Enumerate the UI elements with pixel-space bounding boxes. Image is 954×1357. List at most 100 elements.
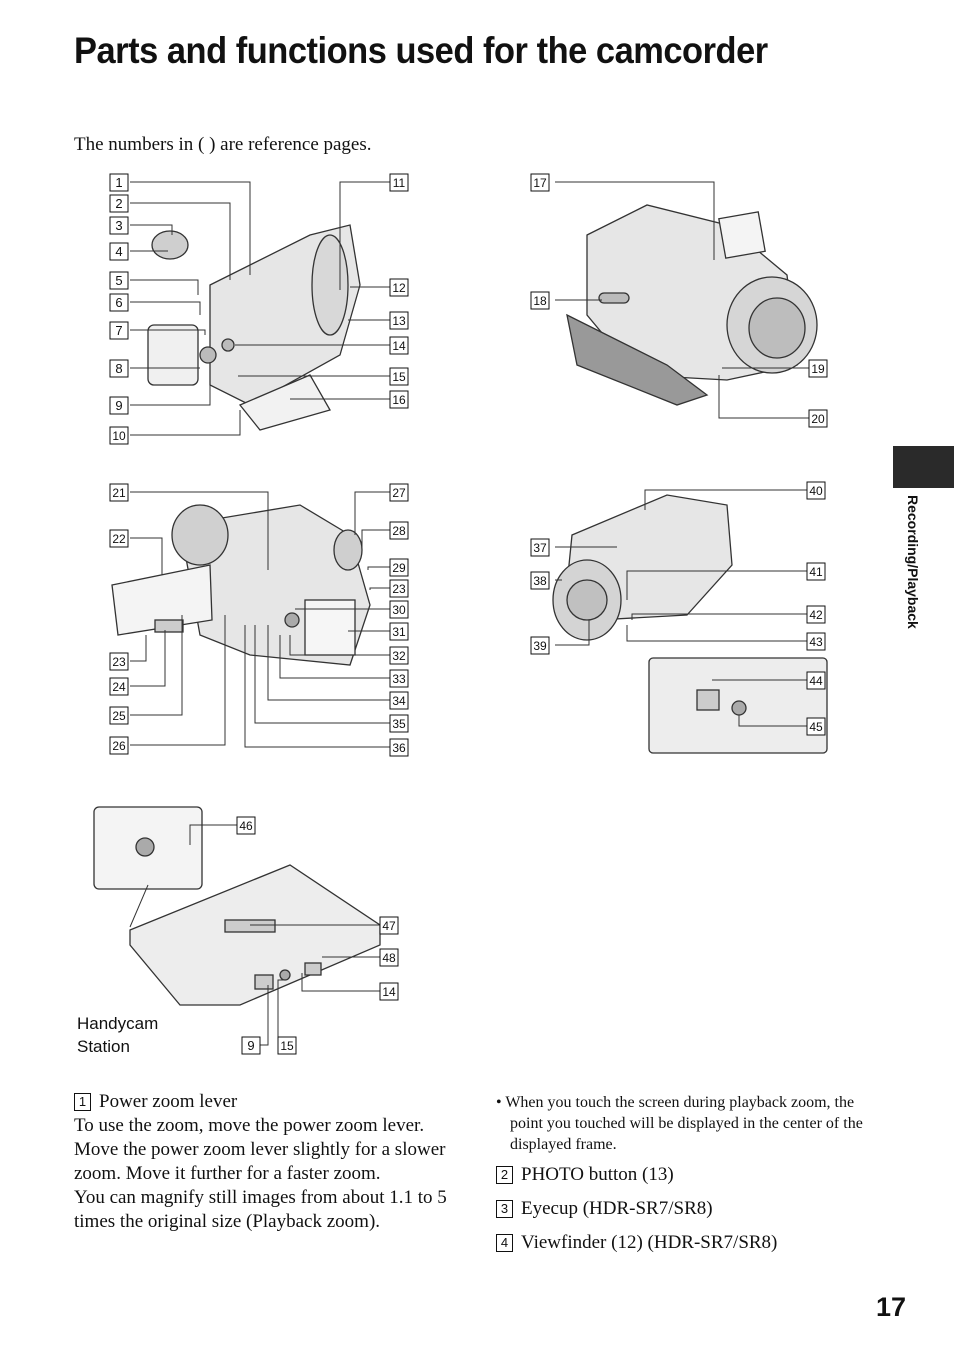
callout-35: 35 xyxy=(389,714,409,733)
callout-27: 27 xyxy=(389,483,409,502)
callout-47: 47 xyxy=(379,916,399,935)
bullet-note: • When you touch the screen during playb… xyxy=(496,1094,863,1153)
svg-text:36: 36 xyxy=(392,741,406,755)
callout-9: 9 xyxy=(109,396,129,415)
svg-text:22: 22 xyxy=(112,532,126,546)
svg-text:41: 41 xyxy=(809,565,823,579)
svg-text:19: 19 xyxy=(811,362,825,376)
callout-36: 36 xyxy=(389,738,409,757)
svg-text:38: 38 xyxy=(533,574,547,588)
callout-11: 11 xyxy=(389,173,409,192)
svg-text:9: 9 xyxy=(115,398,122,413)
page-number: 17 xyxy=(876,1292,907,1322)
svg-text:48: 48 xyxy=(382,951,396,965)
callout-34: 34 xyxy=(389,691,409,710)
callout-29: 29 xyxy=(389,558,409,577)
callout-4: 4 xyxy=(109,242,129,261)
svg-text:15: 15 xyxy=(392,370,406,384)
zoom-paragraph: To use the zoom, move the power zoom lev… xyxy=(74,1115,446,1184)
callout-5: 5 xyxy=(109,271,129,290)
callout-15: 15 xyxy=(389,367,409,386)
svg-text:23: 23 xyxy=(112,655,126,669)
svg-text:7: 7 xyxy=(115,323,122,338)
callout-40: 40 xyxy=(806,481,826,500)
svg-text:37: 37 xyxy=(533,541,547,555)
callout-44: 44 xyxy=(806,671,826,690)
intro-text: The numbers in ( ) are reference pages. xyxy=(74,134,372,155)
svg-text:21: 21 xyxy=(112,486,126,500)
svg-text:2: 2 xyxy=(115,196,122,211)
section-side-label: Recording/Playback xyxy=(905,495,921,629)
callout-16: 16 xyxy=(389,390,409,409)
callout-26: 26 xyxy=(109,736,129,755)
svg-text:25: 25 xyxy=(112,709,126,723)
svg-text:42: 42 xyxy=(809,608,823,622)
svg-text:44: 44 xyxy=(809,674,823,688)
callout-17: 17 xyxy=(530,173,550,192)
callout-22: 22 xyxy=(109,529,129,548)
svg-text:28: 28 xyxy=(392,524,406,538)
callout-33: 33 xyxy=(389,669,409,688)
svg-text:30: 30 xyxy=(392,603,406,617)
callout-12: 12 xyxy=(389,278,409,297)
svg-text:14: 14 xyxy=(392,339,406,353)
callout-2: 2 xyxy=(109,194,129,213)
callout-6: 6 xyxy=(109,293,129,312)
callout-45: 45 xyxy=(806,717,826,736)
svg-text:6: 6 xyxy=(115,295,122,310)
callout-30: 30 xyxy=(389,600,409,619)
handycam-station-label: Handycam Station xyxy=(77,1014,159,1056)
svg-text:43: 43 xyxy=(809,635,823,649)
section-tab-marker xyxy=(893,446,954,488)
right-column-text: • When you touch the screen during playb… xyxy=(496,1092,876,1255)
callout-41: 41 xyxy=(806,562,826,581)
callout-46: 46 xyxy=(236,816,256,835)
callout-18: 18 xyxy=(530,291,550,310)
svg-text:12: 12 xyxy=(392,281,406,295)
callout-7: 7 xyxy=(109,321,129,340)
callout-23: 23 xyxy=(109,652,129,671)
svg-text:32: 32 xyxy=(392,649,406,663)
svg-text:46: 46 xyxy=(239,819,253,833)
callout-38: 38 xyxy=(530,571,550,590)
callout-23: 23 xyxy=(389,579,409,598)
svg-text:39: 39 xyxy=(533,639,547,653)
svg-text:14: 14 xyxy=(382,985,396,999)
callout-1: 1 xyxy=(109,173,129,192)
svg-text:26: 26 xyxy=(112,739,126,753)
svg-text:10: 10 xyxy=(112,429,126,443)
svg-text:45: 45 xyxy=(809,720,823,734)
callout-48: 48 xyxy=(379,948,399,967)
svg-text:1: 1 xyxy=(115,175,122,190)
callout-3: 3 xyxy=(109,216,129,235)
svg-text:33: 33 xyxy=(392,672,406,686)
svg-text:8: 8 xyxy=(115,361,122,376)
page-title: Parts and functions used for the camcord… xyxy=(74,30,768,71)
callout-43: 43 xyxy=(806,632,826,651)
playback-zoom-paragraph: You can magnify still images from about … xyxy=(74,1187,447,1232)
callout-8: 8 xyxy=(109,359,129,378)
svg-text:16: 16 xyxy=(392,393,406,407)
svg-text:5: 5 xyxy=(115,273,122,288)
callout-21: 21 xyxy=(109,483,129,502)
svg-text:4: 4 xyxy=(115,244,122,259)
callout-10: 10 xyxy=(109,426,129,445)
callout-39: 39 xyxy=(530,636,550,655)
callout-42: 42 xyxy=(806,605,826,624)
svg-text:27: 27 xyxy=(392,486,406,500)
handycam-station-figure: 46 47 48 14 9 15 xyxy=(93,806,399,1055)
callout-25: 25 xyxy=(109,706,129,725)
callout-9: 9 xyxy=(241,1036,261,1055)
svg-text:29: 29 xyxy=(392,561,406,575)
callout-14: 14 xyxy=(389,336,409,355)
callout-19: 19 xyxy=(808,359,828,378)
callout-28: 28 xyxy=(389,521,409,540)
svg-text:15: 15 xyxy=(280,1039,294,1053)
